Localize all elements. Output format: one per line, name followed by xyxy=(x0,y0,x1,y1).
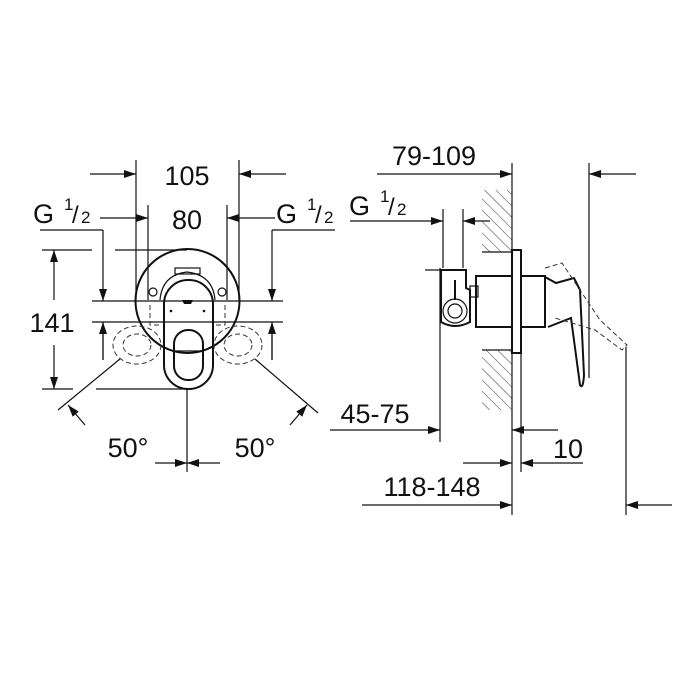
dim-105-label: 105 xyxy=(164,161,209,191)
lever-grip xyxy=(173,329,204,381)
thread-label-side: G 1 / 2 xyxy=(349,187,406,221)
dim-45-75-label: 45-75 xyxy=(340,399,409,429)
dim-10-label: 10 xyxy=(553,434,583,464)
lever-handle xyxy=(163,279,214,390)
svg-text:1: 1 xyxy=(64,195,73,214)
wall-hatch-bottom xyxy=(482,350,512,410)
svg-text:G: G xyxy=(349,191,370,221)
svg-text:1: 1 xyxy=(307,195,316,214)
svg-text:/: / xyxy=(315,202,322,229)
side-view: 79-109 G 1 / 2 45-75 xyxy=(330,141,672,515)
cartridge xyxy=(520,275,546,328)
svg-text:G: G xyxy=(33,199,54,229)
svg-text:2: 2 xyxy=(324,208,333,227)
dim-79-109-label: 79-109 xyxy=(392,141,476,171)
cover-plate xyxy=(511,249,522,354)
svg-text:G: G xyxy=(276,199,297,229)
thread-label-right: G 1 / 2 xyxy=(276,195,333,229)
angle-left-label: 50° xyxy=(108,433,149,463)
svg-text:/: / xyxy=(72,202,79,229)
lever-side xyxy=(544,276,586,388)
thread-label-left: G 1 / 2 xyxy=(33,195,90,229)
svg-text:1: 1 xyxy=(380,187,389,206)
rosette xyxy=(134,248,241,354)
front-view: 105 80 G 1 / 2 G 1 / 2 xyxy=(29,160,335,472)
svg-text:/: / xyxy=(388,194,395,221)
dim-141-label: 141 xyxy=(29,308,74,338)
svg-text:2: 2 xyxy=(397,200,406,219)
svg-text:2: 2 xyxy=(81,208,90,227)
valve-body xyxy=(475,275,513,328)
inlet-connector xyxy=(440,269,471,327)
angle-right-label: 50° xyxy=(235,433,276,463)
dim-118-148-label: 118-148 xyxy=(383,472,480,502)
dim-80-label: 80 xyxy=(172,205,202,235)
